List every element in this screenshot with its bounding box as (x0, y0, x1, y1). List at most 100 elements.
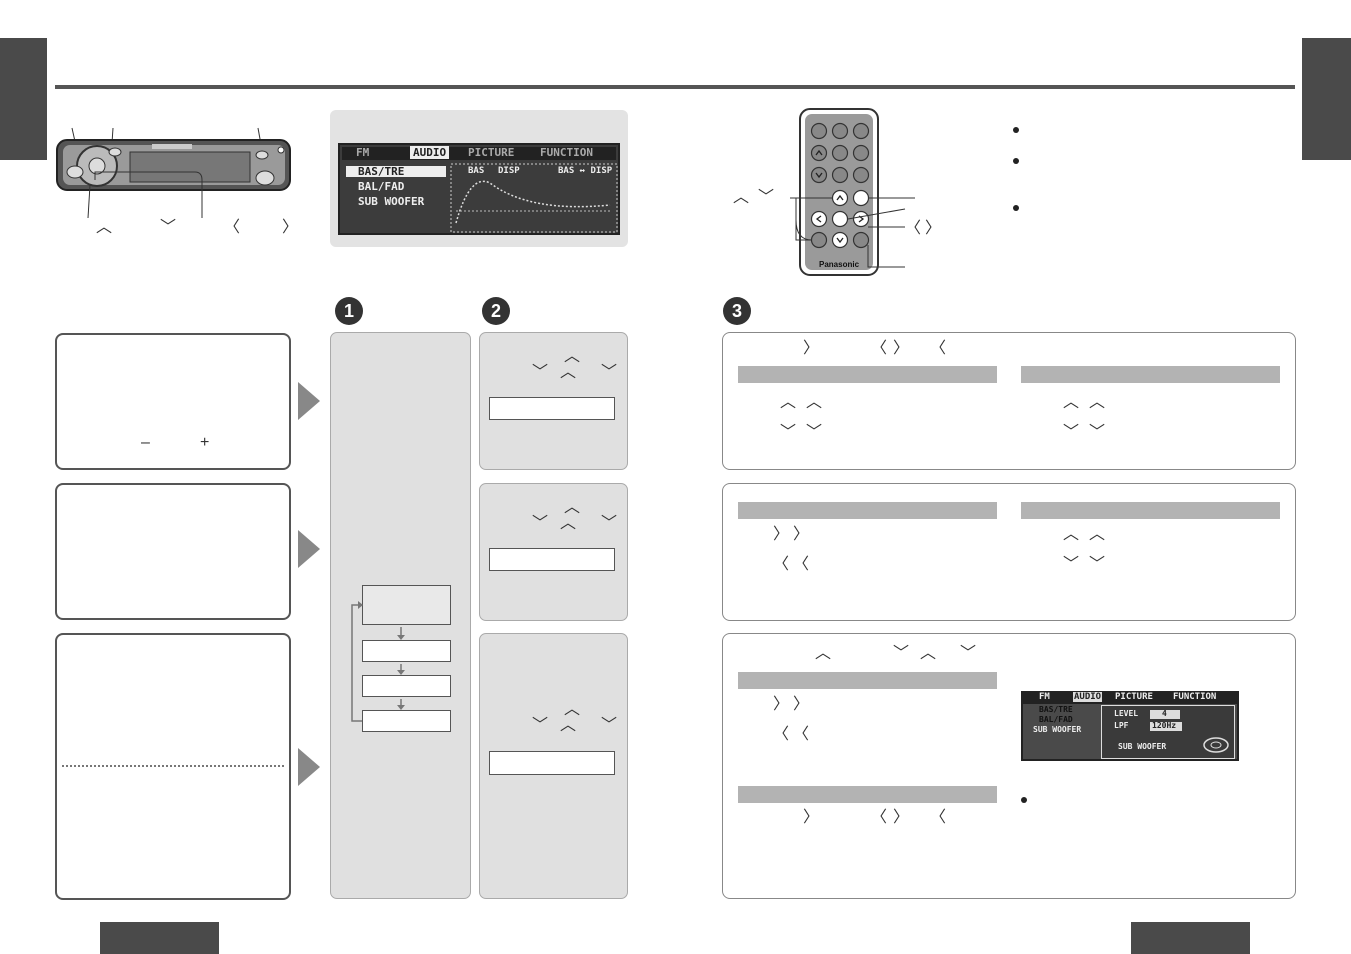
step-3-panel-1: 〉 〈 〉 〈 ︿ ︿ ﹀ ﹀ ︿ ︿ ﹀ ﹀ (722, 332, 1296, 470)
s3c-bullet (1021, 797, 1027, 803)
s3a-l-up2: ︿ (806, 394, 823, 411)
s2b-display-box (489, 548, 615, 571)
s3a-left2: 〈 (930, 340, 947, 357)
step-1-panel (330, 332, 471, 899)
s3a-header-left (738, 366, 997, 383)
audio-screen-panel: FM AUDIO PICTURE FUNCTION BAS/TRE BAL/FA… (330, 110, 628, 247)
left-box-3 (55, 633, 291, 900)
remote-right-glyph: 〉 (925, 220, 942, 237)
flow-box-2 (362, 640, 451, 662)
remote-left-glyph: 〈 (905, 220, 922, 237)
step-1-badge: 1 (335, 297, 363, 325)
s2a-down2: ﹀ (601, 364, 618, 381)
s3a-header-right (1021, 366, 1280, 383)
remote-down-glyph: ﹀ (758, 189, 775, 206)
s3b-header-left (738, 502, 997, 519)
s2a-up1: ︿ (564, 348, 581, 365)
left-box-2 (55, 483, 291, 620)
s2a-up2: ︿ (560, 364, 577, 381)
s3c-header-2 (738, 786, 997, 803)
flow-arrow-1 (298, 382, 320, 420)
flow-box-4 (362, 710, 451, 732)
flow-arrow-3 (298, 748, 320, 786)
s3c-right2: 〉 (793, 696, 810, 713)
sub-menu-bal-fad: BAL/FAD (1039, 715, 1073, 724)
s3c-header-1 (738, 672, 997, 689)
sub-woofer-screen: FM AUDIO PICTURE FUNCTION BAS/TRE BAL/FA… (1021, 691, 1239, 761)
s2b-down2: ﹀ (601, 515, 618, 532)
s3b-r-up1: ︿ (1063, 526, 1080, 543)
bullet-3 (1013, 205, 1019, 211)
sub-tab-function: FUNCTION (1173, 692, 1217, 702)
flow-arrow-2 (298, 530, 320, 568)
unit-up-glyph: ︿ (96, 219, 113, 236)
sub-settings-box: LEVEL 4 LPF 120Hz SUB WOOFER (1101, 705, 1235, 759)
s3a-l-down2: ﹀ (806, 424, 823, 441)
sub-level-label: LEVEL (1114, 709, 1139, 718)
sub-tab-audio: AUDIO (1073, 692, 1103, 702)
left-side-tab (0, 38, 47, 160)
unit-right-glyph: 〉 (282, 219, 299, 236)
s3c-left1: 〈 (773, 726, 790, 743)
s3c-up1: ︿ (815, 645, 832, 662)
s3b-r-down2: ﹀ (1089, 556, 1106, 573)
s3b-l-left1: 〈 (773, 556, 790, 573)
sub-tab-picture: PICTURE (1115, 692, 1153, 702)
s2b-up1: ︿ (564, 499, 581, 516)
screen-mini-right: BAS ↔ DISP (558, 166, 613, 176)
screen-tab-audio: AUDIO (410, 146, 450, 159)
s3a-l-down1: ﹀ (780, 424, 797, 441)
bullet-2 (1013, 158, 1019, 164)
s3c-up2: ︿ (920, 645, 937, 662)
s3c-down1: ﹀ (893, 645, 910, 662)
s2a-down1: ﹀ (532, 364, 549, 381)
audio-screen-lcd: FM AUDIO PICTURE FUNCTION BAS/TRE BAL/FA… (338, 143, 620, 235)
s2c-up1: ︿ (564, 701, 581, 718)
s2c-down2: ﹀ (601, 717, 618, 734)
flow-box-1 (362, 585, 451, 625)
s3a-right2: 〉 (893, 340, 910, 357)
bottom-right-tab (1131, 922, 1250, 954)
sub-lpf-value: 120Hz (1152, 721, 1177, 730)
s2a-display-box (489, 397, 615, 420)
sub-menu-bas-tre: BAS/TRE (1039, 705, 1073, 714)
s3c-left2: 〈 (793, 726, 810, 743)
head-unit-illustration (55, 120, 295, 235)
remote-control-illustration: Panasonic (730, 105, 950, 280)
s3b-l-right1: 〉 (773, 526, 790, 543)
s3b-r-up2: ︿ (1089, 526, 1106, 543)
sub-lpf-label: LPF (1114, 721, 1129, 730)
right-side-tab (1302, 38, 1351, 160)
screen-tab-fm: FM (356, 146, 370, 159)
s2b-up2: ︿ (560, 515, 577, 532)
step-2-panel-1: ︿ ﹀ ︿ ﹀ (479, 332, 628, 470)
s3b-l-right2: 〉 (793, 526, 810, 543)
screen-tab-function: FUNCTION (540, 146, 593, 159)
unit-left-glyph: 〈 (224, 219, 241, 236)
s3c-right4: 〉 (893, 809, 910, 826)
flow-box-3 (362, 675, 451, 697)
remote-brand: Panasonic (819, 260, 860, 269)
s3a-r-down2: ﹀ (1089, 424, 1106, 441)
s2c-up2: ︿ (560, 717, 577, 734)
s3c-down2: ﹀ (960, 645, 977, 662)
s2c-display-box (489, 751, 615, 775)
s3b-l-left2: 〈 (793, 556, 810, 573)
s3c-right3: 〉 (803, 809, 820, 826)
sub-caption: SUB WOOFER (1118, 742, 1167, 751)
s3a-l-up1: ︿ (780, 394, 797, 411)
header-rule (55, 85, 1295, 89)
s3a-right1: 〉 (803, 340, 820, 357)
s2b-down1: ﹀ (532, 515, 549, 532)
screen-mini-disp: DISP (498, 166, 520, 176)
s3a-r-up1: ︿ (1063, 394, 1080, 411)
s3b-r-down1: ﹀ (1063, 556, 1080, 573)
s3a-r-down1: ﹀ (1063, 424, 1080, 441)
step-3-badge: 3 (723, 297, 751, 325)
bullet-1 (1013, 127, 1019, 133)
s3c-right1: 〉 (773, 696, 790, 713)
s2c-down1: ﹀ (532, 717, 549, 734)
dotted-divider (62, 765, 284, 767)
sub-menu-sub-woofer: SUB WOOFER (1033, 725, 1082, 734)
s3a-left1: 〈 (871, 340, 888, 357)
